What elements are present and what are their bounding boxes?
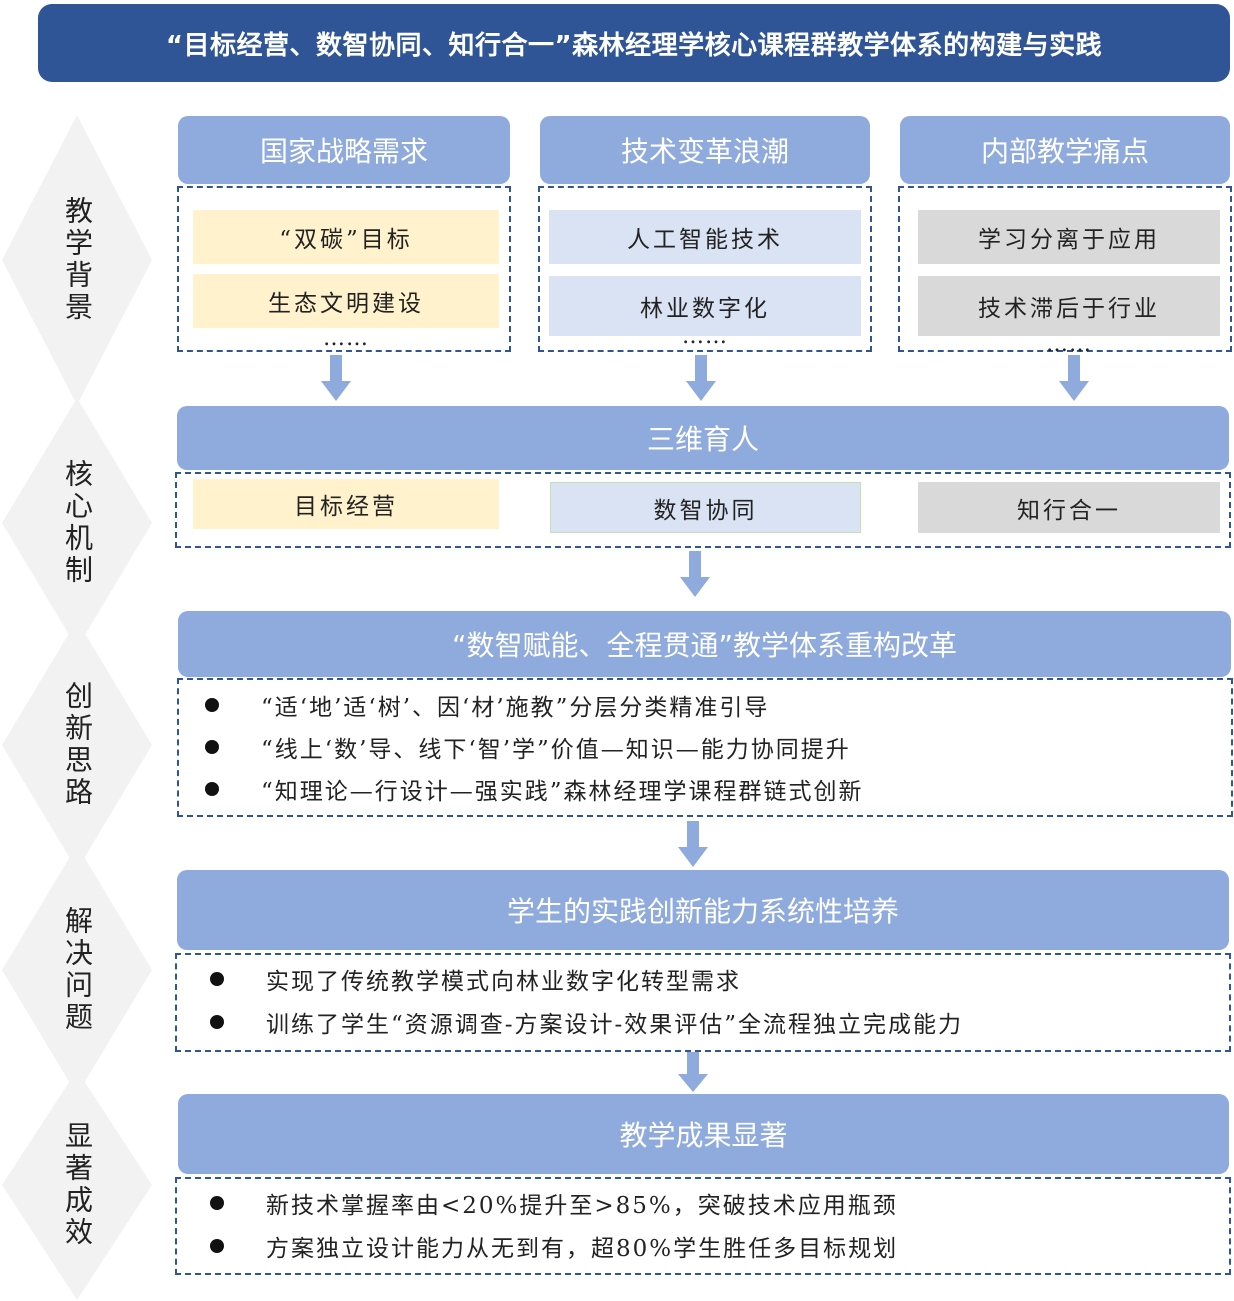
page-title: “目标经营、数智协同、知行合一”森林经理学核心课程群教学体系的构建与实践 bbox=[38, 4, 1230, 82]
down-arrow-icon bbox=[1059, 355, 1089, 401]
background-item: 学习分离于应用 bbox=[918, 210, 1220, 264]
list-item: 方案独立设计能力从无到有，超80%学生胜任多目标规划 bbox=[210, 1229, 898, 1263]
solution-header: 学生的实践创新能力系统性培养 bbox=[177, 870, 1229, 950]
list-item: “线上‘数’导、线下‘智’学”价值—知识—能力协同提升 bbox=[205, 730, 851, 764]
down-arrow-icon bbox=[321, 355, 351, 401]
stage-diamond bbox=[2, 620, 152, 870]
list-item: 实现了传统教学模式向林业数字化转型需求 bbox=[210, 962, 741, 996]
innovation-panel bbox=[177, 678, 1233, 817]
mechanism-item: 知行合一 bbox=[918, 482, 1220, 533]
background-item: 林业数字化 bbox=[549, 276, 861, 336]
stage-results: 显著成效 bbox=[2, 1070, 152, 1300]
bullet-icon bbox=[210, 972, 224, 986]
stage-label: 教学背景 bbox=[61, 196, 94, 324]
stage-diamond bbox=[2, 845, 152, 1095]
mechanism-panel bbox=[175, 472, 1231, 548]
stage-diamond bbox=[2, 1070, 152, 1300]
stage-label: 显著成效 bbox=[61, 1121, 94, 1249]
bullet-icon bbox=[210, 1196, 224, 1210]
stage-label: 核心机制 bbox=[61, 459, 94, 587]
stage-label: 创新思路 bbox=[61, 681, 94, 809]
stage-mechanism: 核心机制 bbox=[2, 398, 152, 648]
innovation-bullet: “知理论—行设计—强实践”森林经理学课程群链式创新 bbox=[261, 779, 864, 805]
list-item: “适‘地’适‘树’、因‘材’施教”分层分类精准引导 bbox=[205, 688, 769, 722]
background-item: 人工智能技术 bbox=[549, 210, 861, 264]
down-arrow-icon bbox=[678, 1052, 708, 1092]
results-panel bbox=[175, 1177, 1231, 1275]
bullet-icon bbox=[210, 1239, 224, 1253]
ellipsis: …… bbox=[323, 326, 369, 351]
down-arrow-icon bbox=[686, 355, 716, 401]
ellipsis: …… bbox=[1046, 332, 1092, 357]
background-item: 生态文明建设 bbox=[193, 274, 499, 328]
background-header-national: 国家战略需求 bbox=[178, 116, 510, 184]
stage-diamond bbox=[2, 115, 152, 405]
background-item: “双碳”目标 bbox=[193, 210, 499, 264]
solution-bullet: 实现了传统教学模式向林业数字化转型需求 bbox=[266, 969, 741, 995]
down-arrow-icon bbox=[680, 551, 710, 597]
innovation-header: “数智赋能、全程贯通”教学体系重构改革 bbox=[178, 611, 1231, 677]
mechanism-item: 数智协同 bbox=[550, 482, 861, 533]
background-panel-tech bbox=[538, 186, 872, 352]
background-panel-national bbox=[177, 186, 511, 352]
ellipsis: …… bbox=[682, 324, 728, 349]
bullet-icon bbox=[205, 698, 219, 712]
list-item: 训练了学生“资源调查-方案设计-效果评估”全流程独立完成能力 bbox=[210, 1005, 963, 1039]
down-arrow-icon bbox=[678, 821, 708, 867]
stage-label: 解决问题 bbox=[61, 906, 94, 1034]
stage-innovation: 创新思路 bbox=[2, 620, 152, 870]
list-item: 新技术掌握率由<20%提升至>85%，突破技术应用瓶颈 bbox=[210, 1186, 898, 1220]
list-item: “知理论—行设计—强实践”森林经理学课程群链式创新 bbox=[205, 772, 864, 806]
results-header: 教学成果显著 bbox=[178, 1094, 1229, 1174]
background-header-tech: 技术变革浪潮 bbox=[540, 116, 870, 184]
stage-diamond bbox=[2, 398, 152, 648]
solution-panel bbox=[175, 953, 1231, 1052]
background-item: 技术滞后于行业 bbox=[918, 276, 1220, 336]
stage-background: 教学背景 bbox=[2, 115, 152, 405]
bullet-icon bbox=[210, 1015, 224, 1029]
mechanism-item: 目标经营 bbox=[193, 479, 499, 529]
results-bullet: 新技术掌握率由<20%提升至>85%，突破技术应用瓶颈 bbox=[266, 1193, 898, 1219]
stage-solution: 解决问题 bbox=[2, 845, 152, 1095]
mechanism-header: 三维育人 bbox=[177, 406, 1229, 470]
innovation-bullet: “线上‘数’导、线下‘智’学”价值—知识—能力协同提升 bbox=[261, 737, 851, 763]
bullet-icon bbox=[205, 782, 219, 796]
background-panel-internal bbox=[898, 186, 1232, 352]
innovation-bullet: “适‘地’适‘树’、因‘材’施教”分层分类精准引导 bbox=[261, 695, 770, 721]
results-bullet: 方案独立设计能力从无到有，超80%学生胜任多目标规划 bbox=[266, 1236, 899, 1262]
bullet-icon bbox=[205, 740, 219, 754]
background-header-internal: 内部教学痛点 bbox=[900, 116, 1230, 184]
solution-bullet: 训练了学生“资源调查-方案设计-效果评估”全流程独立完成能力 bbox=[266, 1012, 964, 1038]
